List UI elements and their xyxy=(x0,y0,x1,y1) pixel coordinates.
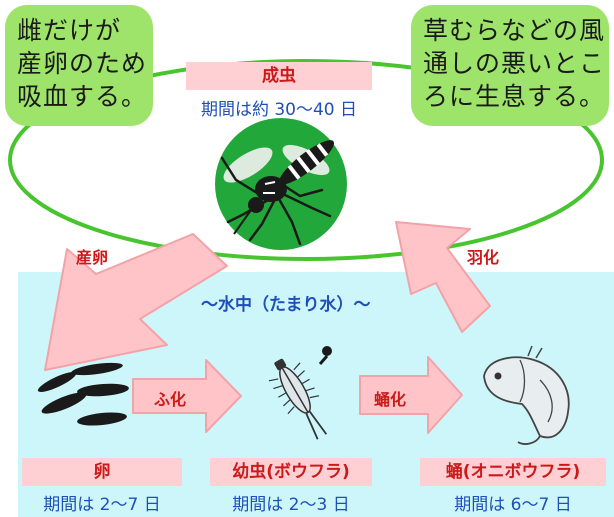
hatch-label: ふ化 xyxy=(154,390,187,409)
note-line: ろに生息する。 xyxy=(423,82,606,111)
pupation-label: 蛹化 xyxy=(374,390,407,409)
lay-eggs-arrow xyxy=(44,233,228,371)
cycle-ring xyxy=(8,59,604,261)
pupa-icon xyxy=(483,345,570,445)
adult-stage-period: 期間は約 30〜40 日 xyxy=(200,100,358,120)
pupa-stage-label: 蛹(オニボウフラ) xyxy=(420,458,606,486)
larva-icon xyxy=(268,346,332,440)
female-blood-note: 雌だけが 産卵のため 吸血する。 xyxy=(5,5,153,126)
note-line: 草むらなどの風 xyxy=(423,16,606,45)
water-title: 〜水中（たまり水）〜 xyxy=(201,295,371,315)
egg-stage-label: 卵 xyxy=(22,458,182,486)
pupa-stage-period: 期間は 6〜7 日 xyxy=(454,495,572,515)
note-line: 雌だけが xyxy=(17,16,122,45)
hatch-arrow xyxy=(132,359,242,433)
note-line: 産卵のため xyxy=(17,49,148,78)
pupation-arrow xyxy=(359,356,463,434)
egg-stage-name: 卵 xyxy=(93,462,111,482)
eggs-icon xyxy=(37,362,129,426)
habitat-note: 草むらなどの風 通しの悪いとこ ろに生息する。 xyxy=(411,5,609,126)
larva-stage-label: 幼虫(ボウフラ) xyxy=(210,458,372,486)
pupa-stage-name: 蛹(オニボウフラ) xyxy=(445,462,581,482)
egg-stage-period: 期間は 2〜7 日 xyxy=(43,495,161,515)
adult-stage-label: 成虫 xyxy=(186,62,372,90)
note-line: 吸血する。 xyxy=(17,82,148,111)
emergence-label: 羽化 xyxy=(467,248,500,267)
lay-eggs-label: 産卵 xyxy=(76,248,109,267)
larva-stage-period: 期間は 2〜3 日 xyxy=(232,495,350,515)
note-line: 通しの悪いとこ xyxy=(423,49,606,78)
mosquito-icon xyxy=(215,118,347,250)
larva-stage-name: 幼虫(ボウフラ) xyxy=(232,462,350,482)
emergence-arrow xyxy=(395,221,491,333)
